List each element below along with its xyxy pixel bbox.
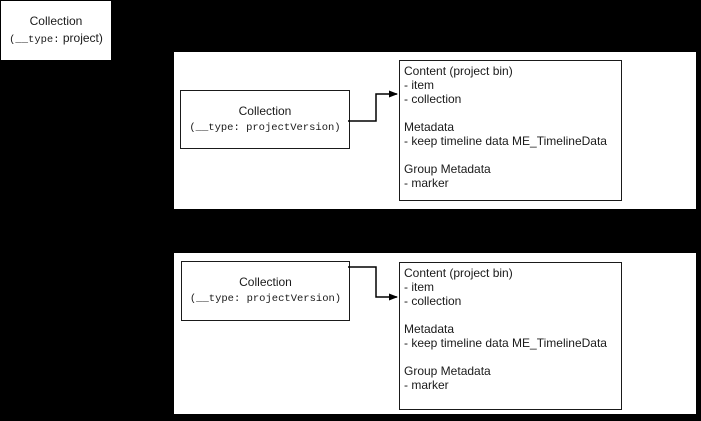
node-type-label: (__type: projectVersion) — [189, 293, 342, 305]
node-content-details-2[interactable]: Content (project bin) - item - collectio… — [399, 262, 622, 410]
content-item: - item — [404, 78, 434, 92]
content-item: - item — [404, 280, 434, 294]
node-type-label: (__type: projectVersion) — [189, 121, 341, 134]
content-section-heading: Content (project bin) — [404, 64, 513, 78]
content-item: - collection — [404, 294, 462, 308]
node-title: Collection — [29, 13, 83, 28]
content-item: - keep timeline data ME_TimelineData — [404, 134, 607, 148]
type-value: project) — [62, 30, 103, 45]
node-collection-projectversion-1[interactable]: Collection (__type: projectVersion) — [180, 90, 350, 149]
node-type-label: (__type: project) — [9, 30, 103, 49]
content-item: - marker — [404, 378, 449, 392]
content-section: Group Metadata - marker — [404, 162, 621, 190]
content-section-heading: Group Metadata — [404, 162, 491, 176]
content-item: - collection — [404, 92, 462, 106]
content-section-heading: Content (project bin) — [404, 266, 513, 280]
content-section: Group Metadata - marker — [404, 364, 621, 392]
content-section-heading: Metadata — [404, 120, 455, 134]
content-section: Metadata - keep timeline data ME_Timelin… — [404, 120, 621, 148]
content-section-heading: Group Metadata — [404, 364, 491, 378]
content-item: - marker — [404, 176, 449, 190]
node-title: Collection — [238, 103, 292, 118]
node-title: Collection — [239, 275, 292, 289]
type-keyword: (__type: — [9, 33, 60, 46]
version-panel-2[interactable]: Collection (__type: projectVersion) Cont… — [172, 251, 698, 416]
content-item: - keep timeline data ME_TimelineData — [404, 336, 607, 350]
content-section: Metadata - keep timeline data ME_Timelin… — [404, 322, 621, 350]
node-content-details-1[interactable]: Content (project bin) - item - collectio… — [399, 60, 622, 201]
version-panel-1[interactable]: Collection (__type: projectVersion) Cont… — [172, 50, 698, 211]
node-collection-projectversion-2[interactable]: Collection (__type: projectVersion) — [181, 261, 350, 321]
content-section: Content (project bin) - item - collectio… — [404, 266, 621, 308]
content-section-heading: Metadata — [404, 322, 455, 336]
node-collection-project[interactable]: Collection (__type: project) — [1, 1, 111, 60]
content-section: Content (project bin) - item - collectio… — [404, 64, 621, 106]
